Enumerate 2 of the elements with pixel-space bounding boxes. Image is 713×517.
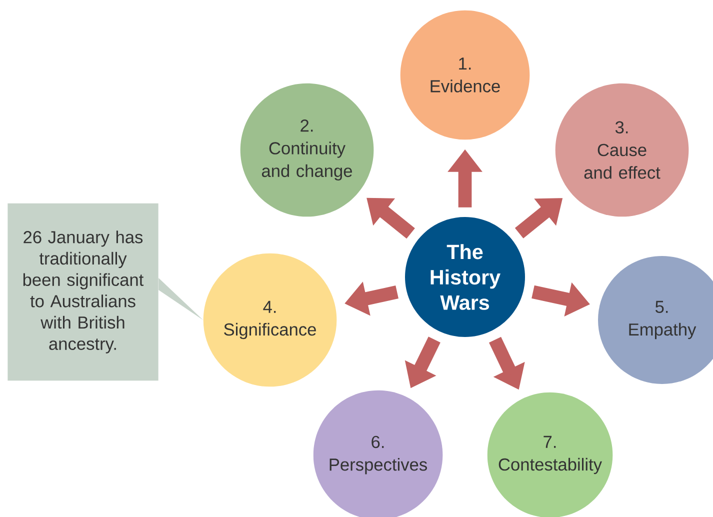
- callout-box: 26 January has traditionally been significant to Australians with British ancestry.: [8, 203, 158, 381]
- callout-pointer: [158, 278, 204, 320]
